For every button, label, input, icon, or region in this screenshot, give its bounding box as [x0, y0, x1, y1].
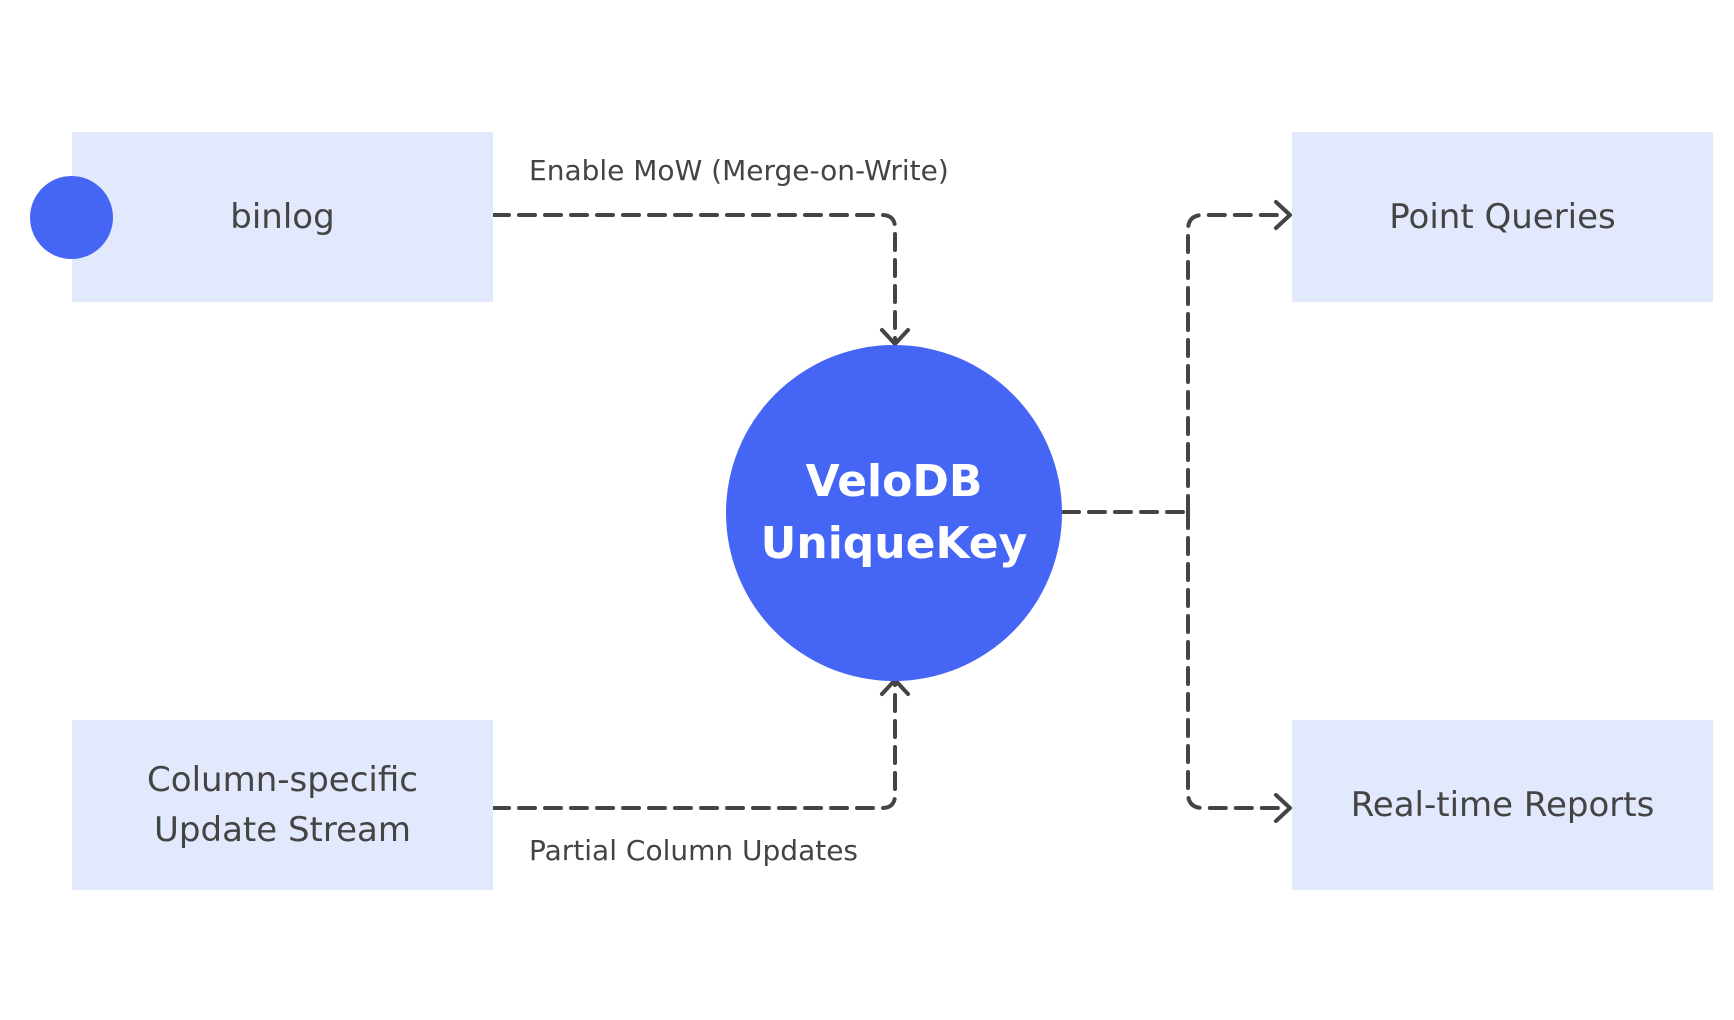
- edge-label-mow-main: Enable MoW: [529, 154, 703, 187]
- node-update-stream-line1: Column-specific: [147, 760, 418, 800]
- edge-label-mow: Enable MoW (Merge-on-Write): [529, 154, 949, 187]
- arrowhead-into-reports: [1274, 793, 1292, 823]
- node-update-stream: Column-specific Update Stream: [72, 720, 493, 890]
- node-point-queries-label: Point Queries: [1389, 197, 1616, 237]
- edge-branch-to-reports: [1186, 510, 1288, 810]
- arrowhead-into-hub-bottom: [880, 678, 910, 696]
- hub-line2: UniqueKey: [760, 518, 1028, 569]
- hub-line1: VeloDB: [805, 456, 983, 507]
- edge-label-partial: Partial Column Updates: [529, 834, 858, 867]
- edge-label-partial-text: Partial Column Updates: [529, 834, 859, 867]
- arrowhead-into-point-queries: [1274, 200, 1292, 230]
- source-marker-icon: [30, 176, 113, 259]
- edge-binlog-to-hub: [491, 213, 897, 342]
- node-real-time-reports: Real-time Reports: [1292, 720, 1713, 890]
- node-binlog: binlog: [72, 132, 493, 302]
- edge-branch-to-point-queries: [1186, 213, 1288, 514]
- node-velodb-uniquekey: VeloDB UniqueKey: [726, 345, 1062, 681]
- edge-stream-to-hub: [491, 682, 897, 810]
- node-update-stream-line2: Update Stream: [154, 810, 411, 850]
- arrowhead-into-hub-top: [880, 328, 910, 346]
- edge-label-mow-sub: (Merge-on-Write): [711, 154, 949, 187]
- node-point-queries: Point Queries: [1292, 132, 1713, 302]
- node-binlog-label: binlog: [230, 197, 335, 237]
- node-reports-label: Real-time Reports: [1350, 785, 1655, 825]
